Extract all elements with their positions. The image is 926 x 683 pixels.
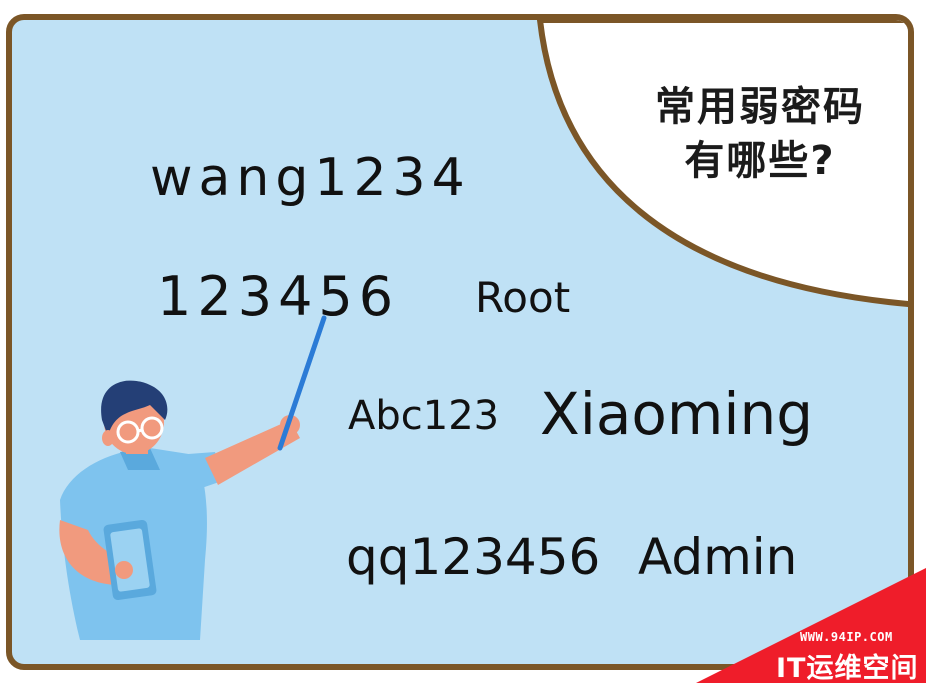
password-abc123: Abc123	[348, 393, 500, 439]
teacher-hair	[101, 380, 168, 436]
watermark-brand: IT运维空间	[776, 653, 919, 683]
password-qq123456: qq123456	[346, 528, 601, 586]
teacher-arm	[205, 420, 300, 485]
password-xiaoming: Xiaoming	[540, 380, 814, 448]
password-admin: Admin	[638, 528, 798, 586]
question-line-1: 常用弱密码	[655, 84, 865, 130]
password-wang1234: wang1234	[150, 148, 471, 208]
password-123456: 123456	[157, 265, 400, 328]
password-root: Root	[475, 273, 571, 322]
question-title: 常用弱密码 有哪些?	[620, 80, 900, 188]
pointer-stick	[277, 315, 327, 451]
watermark-url: WWW.94IP.COM	[800, 630, 893, 644]
question-line-2: 有哪些?	[684, 138, 836, 184]
